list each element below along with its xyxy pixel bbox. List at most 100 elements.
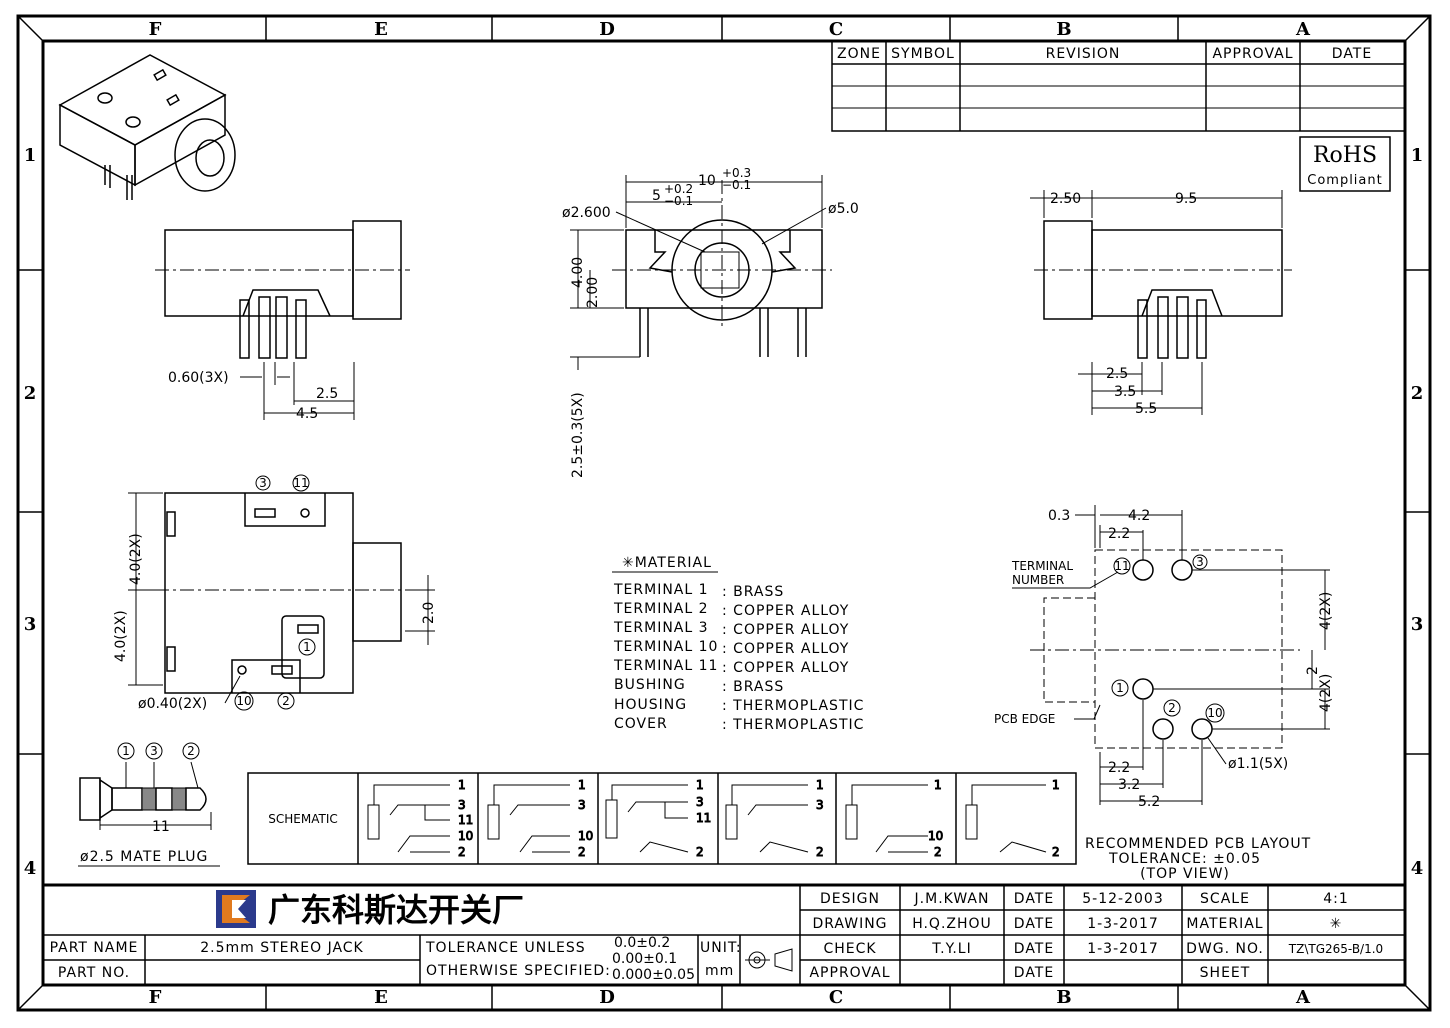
part-name-label: PART NAME	[50, 940, 139, 956]
right-side-view: 2.50 9.5 2.5 3.5 5.5	[1030, 190, 1292, 417]
plug-contact-3: 3	[150, 744, 158, 758]
revision-table: ZONE SYMBOL REVISION APPROVAL DATE	[831, 40, 1406, 132]
front-view: 10 +0.3 −0.1 5 +0.2 −0.1 ø2.600 ø5.0 4.0…	[562, 166, 859, 478]
dim-pcb-5-2: 5.2	[1138, 794, 1160, 810]
zone-row-right-2: 2	[1411, 383, 1424, 404]
tolerance-a: 0.0±0.2	[614, 935, 670, 951]
zone-row-right-1: 1	[1411, 145, 1424, 166]
dim-front-5-tol-minus: −0.1	[664, 194, 693, 208]
dim-right-9-5: 9.5	[1175, 191, 1197, 207]
tb-date-label-1: DATE	[1014, 891, 1054, 907]
sch5-t1: 1	[934, 778, 942, 792]
unit-label: UNIT:	[700, 940, 742, 956]
zone-col-top-a: A	[1295, 19, 1311, 40]
zone-row-right-3: 3	[1411, 614, 1424, 635]
material-title: ✳MATERIAL	[622, 555, 712, 571]
zone-col-top-f: F	[149, 19, 162, 40]
zone-col-bottom-d: D	[599, 987, 615, 1008]
dim-pcb-4-2x-a: 4(2X)	[1318, 592, 1334, 630]
dim-front-d5: ø5.0	[828, 201, 859, 217]
bottom-terminal-11: 11	[293, 476, 308, 490]
sch6-t1: 1	[1052, 778, 1060, 792]
plug-label: ø2.5 MATE PLUG	[80, 849, 208, 865]
zone-col-bottom-a: A	[1295, 987, 1311, 1008]
sch5-t2: 2	[934, 845, 942, 859]
zone-col-top-e: E	[374, 19, 388, 40]
zone-col-bottom-c: C	[829, 987, 843, 1008]
tb-val-scale: 4:1	[1323, 891, 1349, 907]
tb-key-material: MATERIAL	[1186, 916, 1263, 932]
dim-front-width: 10	[698, 173, 716, 189]
sch2-t2: 2	[578, 845, 586, 859]
sch1-t1: 1	[458, 778, 466, 792]
sch4-t3: 3	[816, 798, 824, 812]
tb-val-dwg-no: TZ\TG265-B/1.0	[1288, 942, 1383, 956]
dim-bottom-2-0: 2.0	[421, 602, 437, 624]
dim-front-width-tol-minus: −0.1	[722, 178, 751, 192]
sch3-t3: 3	[696, 795, 704, 809]
tb-name-check: T.Y.LI	[931, 941, 971, 957]
material-list: ✳MATERIAL TERMINAL 1 : BRASS TERMINAL 2 …	[612, 555, 864, 733]
rohs-subtitle: Compliant	[1307, 173, 1382, 188]
tb-date-label-4: DATE	[1014, 965, 1054, 981]
dim-pcb-4-2: 4.2	[1128, 508, 1150, 524]
company-name: 广东科斯达开关厂	[268, 891, 524, 929]
pcb-terminal-1: 1	[1116, 681, 1124, 695]
dim-pcb-2-2-top: 2.2	[1108, 526, 1130, 542]
zone-row-left-2: 2	[24, 383, 37, 404]
material-part-8: COVER	[614, 716, 668, 732]
unit-value: mm	[705, 963, 734, 979]
dim-front-2-00: 2.00	[585, 277, 601, 308]
material-value-6: : BRASS	[722, 679, 784, 695]
projection-symbol-icon	[745, 948, 793, 972]
pcb-terminal-2: 2	[1168, 701, 1176, 715]
tb-role-approval: APPROVAL	[809, 965, 890, 981]
tb-name-drawing: H.Q.ZHOU	[912, 916, 992, 932]
zone-col-bottom-b: B	[1056, 987, 1071, 1008]
dim-right-2-5: 2.5	[1106, 366, 1128, 382]
sch1-t10: 10	[458, 829, 473, 843]
sch2-t10: 10	[578, 829, 593, 843]
material-part-7: HOUSING	[614, 697, 687, 713]
sch2-t3: 3	[578, 798, 586, 812]
sch3-t11: 11	[696, 811, 711, 825]
dim-side-2-5: 2.5	[316, 386, 338, 402]
dim-pcb-2: 2	[1305, 666, 1321, 675]
schematic-cell-4: 1 3 2	[725, 778, 824, 860]
tb-date-label-2: DATE	[1014, 916, 1054, 932]
zone-labels: F E D C B A F E D C B A 1 2 3 4 1 2 3 4	[24, 19, 1424, 1008]
material-value-7: : THERMOPLASTIC	[722, 698, 864, 714]
dim-bottom-hole: ø0.40(2X)	[138, 696, 207, 712]
zone-col-top-b: B	[1056, 19, 1071, 40]
rev-header-revision: REVISION	[1046, 46, 1121, 62]
tolerance-line2: OTHERWISE SPECIFIED:	[426, 963, 611, 979]
pcb-terminal-11: 11	[1114, 559, 1129, 573]
dim-plug-11: 11	[152, 819, 170, 835]
dim-front-width-tol-plus: +0.3	[722, 166, 751, 180]
tb-date-drawing: 1-3-2017	[1087, 916, 1159, 932]
dim-pin-width: 0.60(3X)	[168, 370, 229, 386]
zone-row-left-4: 4	[24, 858, 37, 879]
tb-role-design: DESIGN	[820, 891, 880, 907]
material-part-5: TERMINAL 11	[613, 658, 718, 674]
rohs-title: RoHS	[1313, 143, 1377, 168]
tolerance-line1: TOLERANCE UNLESS	[425, 940, 586, 956]
dim-pcb-4-2x-b: 4(2X)	[1318, 674, 1334, 712]
material-part-4: TERMINAL 10	[613, 639, 718, 655]
material-value-8: : THERMOPLASTIC	[722, 717, 864, 733]
bottom-terminal-1: 1	[303, 640, 311, 654]
tolerance-c: 0.000±0.05	[612, 967, 695, 983]
zone-row-right-4: 4	[1411, 858, 1424, 879]
material-part-2: TERMINAL 2	[613, 601, 709, 617]
dim-pcb-3-2: 3.2	[1118, 777, 1140, 793]
pcb-terminal-10: 10	[1207, 706, 1222, 720]
material-value-1: : BRASS	[722, 584, 784, 600]
material-value-2: : COPPER ALLOY	[722, 603, 849, 619]
mate-plug: 1 3 2 11 ø2.5 MATE PLUG	[78, 742, 220, 867]
tb-role-check: CHECK	[823, 941, 876, 957]
left-side-view: 0.60(3X) 2.5 4.5	[155, 220, 410, 422]
dim-right-2-50: 2.50	[1050, 191, 1081, 207]
part-no-label: PART NO.	[58, 965, 130, 981]
sch5-t10: 10	[928, 829, 943, 843]
